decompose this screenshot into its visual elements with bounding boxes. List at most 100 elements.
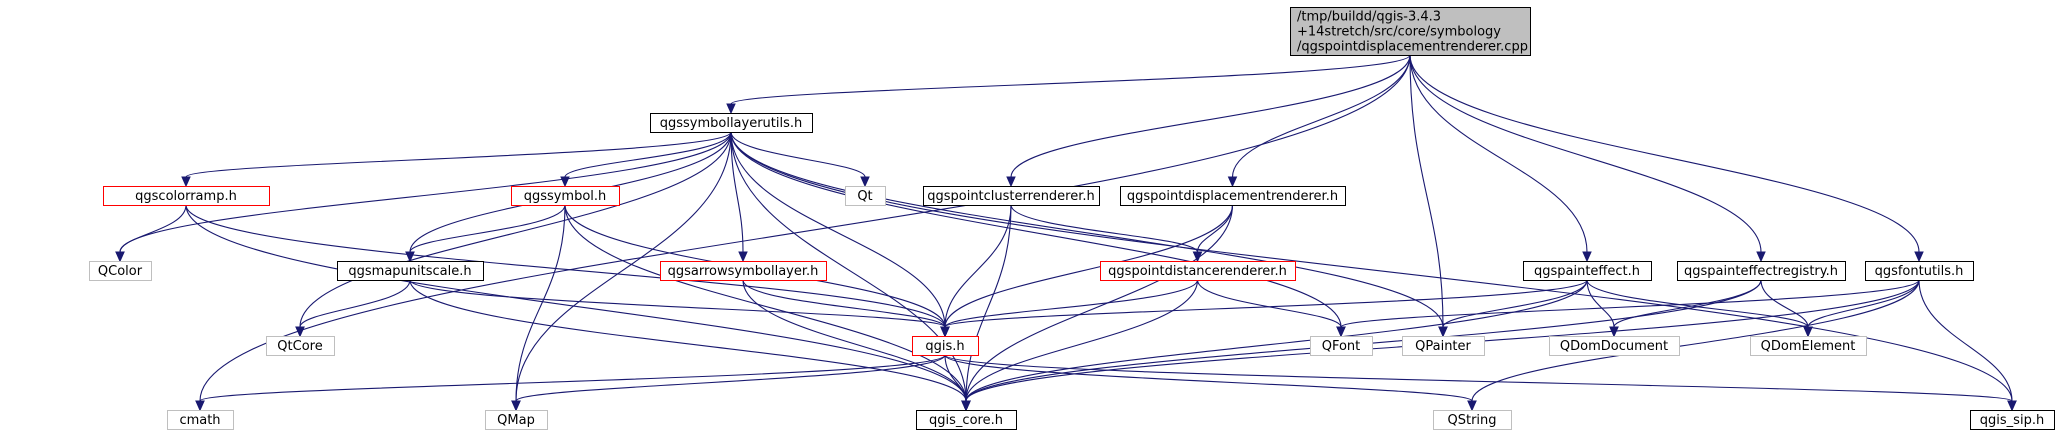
- edge-qgscolorramp-to-qgis_core: [185, 204, 967, 402]
- node-box-qgspointdisplacementrenderer[interactable]: [1120, 186, 1346, 206]
- node-qgsarrowsymbollayer[interactable]: qgsarrowsymbollayer.h: [660, 261, 827, 281]
- node-label-qgssymbol: qgssymbol.h: [524, 189, 607, 204]
- node-box-qgscolorramp[interactable]: [103, 186, 270, 206]
- node-label-line: QMap: [497, 413, 535, 428]
- node-label-cmath: cmath: [179, 413, 220, 428]
- node-qgsmapunitscale[interactable]: qgsmapunitscale.h: [337, 261, 484, 281]
- node-label-line: QColor: [98, 264, 143, 279]
- node-qgspainteffect[interactable]: qgspainteffect.h: [1523, 261, 1652, 281]
- arrowhead-root-to-qgspainteffectregistry: [1756, 251, 1766, 263]
- arrowhead-qgssymbollayerutils-to-qt: [860, 176, 870, 188]
- edge-qgssymbollayerutils-to-qgscolorramp: [185, 131, 732, 178]
- node-label-line: QtCore: [277, 339, 322, 354]
- node-qgspointclusterrenderer[interactable]: qgspointclusterrenderer.h: [923, 186, 1100, 206]
- edge-root-to-qgspointclusterrenderer: [1010, 54, 1411, 178]
- edge-qgsarrowsymbollayer-to-qgis: [742, 279, 946, 328]
- arrowhead-qgis-to-qstring: [1467, 400, 1477, 412]
- node-label-line: qgsmapunitscale.h: [348, 264, 471, 279]
- node-label-qgspainteffectregistry: qgspainteffectregistry.h: [1684, 264, 1838, 279]
- node-qgspainteffectregistry[interactable]: qgspainteffectregistry.h: [1677, 261, 1846, 281]
- node-box-qgspointclusterrenderer[interactable]: [923, 186, 1100, 206]
- node-label-qgspainteffect: qgspainteffect.h: [1534, 264, 1640, 279]
- edge-qgssymbollayerutils-to-qfont: [730, 131, 1342, 328]
- arrowhead-qgscolorramp-to-qcolor: [115, 251, 125, 263]
- edge-qgspainteffect-to-qpainter: [1442, 279, 1588, 328]
- edge-qgssymbollayerutils-to-qt: [730, 131, 866, 178]
- node-label-line: qgspointdisplacementrenderer.h: [1127, 189, 1338, 204]
- node-qgspointdistancerenderer[interactable]: qgspointdistancerenderer.h: [1100, 261, 1296, 281]
- arrowhead-qgis-to-qgis_core: [961, 400, 971, 412]
- node-box-qdomdocument: [1549, 336, 1680, 356]
- node-label-qmap: QMap: [497, 413, 535, 428]
- node-label-line: qgis_sip.h: [1980, 413, 2044, 428]
- arrowhead-qgis-to-qgis_sip: [2007, 400, 2017, 412]
- node-box-qgis[interactable]: [912, 336, 979, 356]
- node-label-line: qgis_core.h: [929, 413, 1003, 428]
- node-box-qgis_sip[interactable]: [1970, 410, 2055, 430]
- node-label-line: +14stretch/src/core/symbology: [1297, 25, 1501, 40]
- edge-root-to-qgssymbollayerutils: [730, 54, 1411, 105]
- edge-qgis-to-qstring: [944, 354, 1473, 402]
- edge-qgis-to-cmath: [199, 354, 946, 402]
- node-label-qgspointclusterrenderer: qgspointclusterrenderer.h: [927, 189, 1095, 204]
- node-qgis_sip[interactable]: qgis_sip.h: [1970, 410, 2055, 430]
- node-box-qgsfontutils[interactable]: [1865, 261, 1974, 281]
- edge-qgssymbol-to-qgis_core: [564, 204, 967, 402]
- arrowhead-root-to-qgspainteffect: [1582, 251, 1592, 263]
- edge-root-to-qgspointdisplacementrenderer: [1231, 54, 1411, 178]
- node-label-line: qgsfontutils.h: [1875, 264, 1964, 279]
- node-qgis[interactable]: qgis.h: [912, 336, 979, 356]
- edge-qgsfontutils-to-qfont: [1340, 279, 1920, 328]
- node-label-line: QPainter: [1415, 339, 1471, 354]
- edge-qgspointdisplacementrenderer-to-qgis_core: [965, 204, 1234, 402]
- edge-qgssymbol-to-qgsmapunitscale: [409, 204, 566, 253]
- node-box-qtcore: [266, 336, 335, 356]
- node-box-qgssymbol[interactable]: [511, 186, 620, 206]
- arrowhead-qgssymbollayerutils-to-qgsarrowsymbollayer: [738, 251, 748, 263]
- edge-qgsmapunitscale-to-qgis_core: [409, 279, 967, 402]
- node-qgis_core[interactable]: qgis_core.h: [916, 410, 1017, 430]
- edge-qgspointclusterrenderer-to-qgis_core: [965, 204, 1012, 402]
- node-box-qgis_core[interactable]: [916, 410, 1017, 430]
- node-label-root: /tmp/buildd/qgis-3.4.3+14stretch/src/cor…: [1297, 10, 1528, 55]
- arrowhead-qgis-to-qmap: [511, 400, 521, 412]
- arrowhead-qgssymbollayerutils-to-qgscolorramp: [181, 176, 191, 188]
- node-qdomelement: QDomElement: [1750, 336, 1867, 356]
- node-box-qgspainteffect[interactable]: [1523, 261, 1652, 281]
- edge-qgspainteffect-to-qdomdocument: [1586, 279, 1615, 328]
- node-label-qcolor: QColor: [98, 264, 143, 279]
- node-label-qdomdocument: QDomDocument: [1560, 339, 1668, 354]
- node-box-qgspainteffectregistry[interactable]: [1677, 261, 1846, 281]
- arrowhead-root-to-qgspointdisplacementrenderer: [1227, 176, 1238, 188]
- node-qgsfontutils[interactable]: qgsfontutils.h: [1865, 261, 1974, 281]
- node-label-qgis_core: qgis_core.h: [929, 413, 1003, 428]
- node-qgscolorramp[interactable]: qgscolorramp.h: [103, 186, 270, 206]
- node-qgssymbollayerutils[interactable]: qgssymbollayerutils.h: [650, 113, 813, 133]
- node-box-qgsmapunitscale[interactable]: [337, 261, 484, 281]
- node-label-qgis_sip: qgis_sip.h: [1980, 413, 2044, 428]
- node-box-qgspointdistancerenderer[interactable]: [1100, 261, 1296, 281]
- edge-root-to-qgsfontutils: [1409, 54, 1920, 253]
- node-label-line: qgsarrowsymbollayer.h: [668, 264, 819, 279]
- node-label-qtcore: QtCore: [277, 339, 322, 354]
- node-box-qcolor: [89, 261, 152, 281]
- edge-qgssymbollayerutils-to-qgis: [730, 131, 946, 328]
- node-qcolor: QColor: [89, 261, 152, 281]
- edge-qgspointdistancerenderer-to-qgis_core: [965, 279, 1199, 402]
- node-box-cmath: [167, 410, 234, 430]
- edge-qgscolorramp-to-qcolor: [119, 204, 187, 253]
- node-label-line: qgspainteffect.h: [1534, 264, 1640, 279]
- node-box-qgsarrowsymbollayer[interactable]: [660, 261, 827, 281]
- arrowhead-root-to-qgsfontutils: [1914, 251, 1924, 263]
- node-qt: Qt: [845, 186, 886, 206]
- node-label-line: qgis.h: [925, 339, 964, 354]
- node-label-line: QDomDocument: [1560, 339, 1668, 354]
- node-root[interactable]: /tmp/buildd/qgis-3.4.3+14stretch/src/cor…: [1290, 7, 1531, 56]
- node-qgspointdisplacementrenderer[interactable]: qgspointdisplacementrenderer.h: [1120, 186, 1346, 206]
- node-box-qgssymbollayerutils[interactable]: [650, 113, 813, 133]
- node-qgssymbol[interactable]: qgssymbol.h: [511, 186, 620, 206]
- node-box-root[interactable]: [1290, 7, 1531, 56]
- node-label-qstring: QString: [1447, 413, 1496, 428]
- edge-qgspainteffectregistry-to-qdomelement: [1760, 279, 1809, 328]
- node-label-line: qgssymbol.h: [524, 189, 607, 204]
